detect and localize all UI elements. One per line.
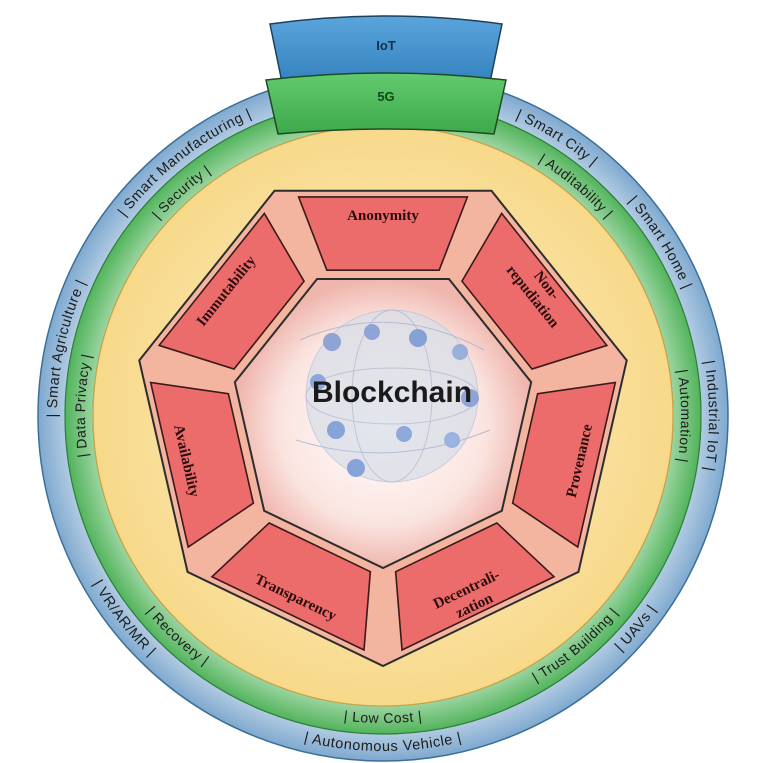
property-decentrali-zation-card	[394, 522, 556, 652]
property-anonymity-card	[297, 196, 469, 272]
network-globe-illustration	[295, 309, 491, 483]
property-immutability-card	[157, 212, 306, 370]
property-transparency-card	[210, 522, 372, 652]
feature-data-privacy-label: | Data Privacy |	[72, 352, 94, 458]
property-non-repudiation-card	[460, 212, 609, 370]
center-label: Blockchain	[312, 376, 472, 409]
iot-tab-label: IoT	[376, 38, 396, 53]
property-provenance-card	[511, 381, 617, 549]
5g-tab: 5G	[265, 72, 507, 135]
properties-layer: AnonymityNon-repudiationProvenanceDecent…	[149, 196, 617, 652]
feature-low-cost-label: | Low Cost |	[343, 708, 423, 727]
app-industrial-iot-label: | Industrial IoT |	[700, 359, 721, 473]
property-availability-card	[149, 381, 255, 549]
feature-automation-label: | Automation |	[674, 368, 694, 464]
5g-tab-label: 5G	[377, 89, 394, 104]
property-anonymity-label: Anonymity	[347, 208, 419, 224]
